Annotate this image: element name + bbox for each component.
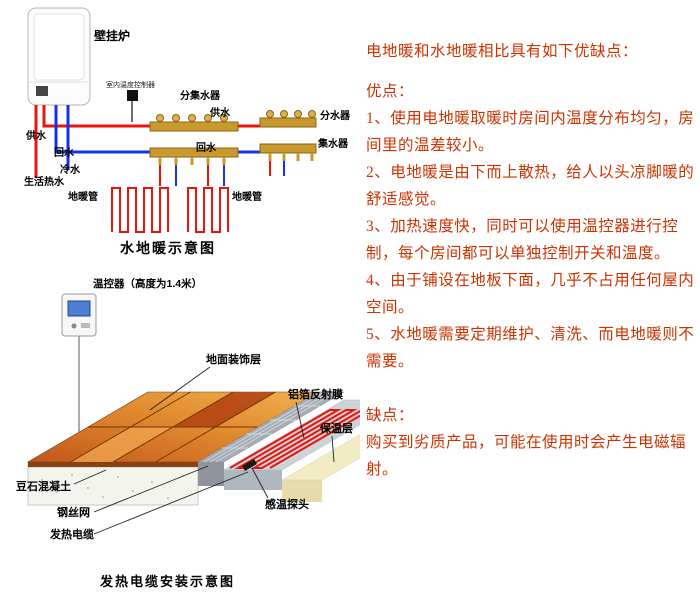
foil-layer <box>223 399 360 490</box>
boiler-label: 壁挂炉 <box>94 29 131 43</box>
insulation-layer-label: 保温层 <box>320 423 353 435</box>
floor-coil-left <box>111 187 169 233</box>
concrete-layer-label: 豆石混凝土 <box>16 481 71 493</box>
callout-lines <box>73 366 335 535</box>
domestic-hot-water-label: 生活热水 <box>24 177 64 188</box>
cable-diagram-caption: 发热电缆安装示意图 <box>100 574 236 589</box>
callout-insulation-layer <box>331 435 335 463</box>
water-diagram-drawing <box>27 7 317 233</box>
collector-label: 集水器 <box>318 139 348 150</box>
tile-surface-layer <box>26 391 320 467</box>
pipes <box>34 105 260 178</box>
return-pipe <box>54 105 154 154</box>
comparison-text-panel: 电地暖和水地暖相比具有如下优缺点： 优点： 1、使用电地暖取暖时房间内温度分布均… <box>366 38 696 483</box>
heating-cable-label: 发热电缆 <box>50 529 94 541</box>
floor-coil-right <box>187 187 229 233</box>
thermostat-label: 温控器（高度为1.4米） <box>93 278 203 290</box>
manifold-2 <box>259 110 317 161</box>
water-diagram-caption: 水地暖示意图 <box>120 240 216 256</box>
heating-cable-serpentine <box>229 409 360 469</box>
return-left-label: 回水 <box>54 148 74 159</box>
supply-pipe <box>42 105 154 128</box>
mesh-grid-lines <box>203 391 337 463</box>
callout-concrete-layer <box>73 469 107 485</box>
wire-mesh-layer <box>197 391 345 486</box>
supply-manifold-label: 供水 <box>210 108 230 119</box>
advantage-item-5: 5、水地暖需要定期维护、清洗、而电地暖则不需要。 <box>366 326 695 370</box>
floor-pipe-left-label: 地暖管 <box>68 192 98 203</box>
temp-sensor-label: 感温探头 <box>265 499 309 511</box>
callout-heating-cable <box>93 471 249 535</box>
callout-surface-layer <box>149 366 211 411</box>
advantage-item-3: 3、加热速度快，同时可以使用温控器进行控制，每个房间都可以单独控制开关和温度。 <box>366 218 679 262</box>
advantage-item-4: 4、由于铺设在地板下面，几乎不占用任何屋内空间。 <box>366 272 695 316</box>
room-thermostat-box <box>127 90 138 122</box>
floor-pipe-right-label: 地暖管 <box>232 192 262 203</box>
advantage-item-2: 2、电地暖是由下而上散热，给人以头凉脚暖的舒适感觉。 <box>366 164 695 208</box>
return-manifold-label: 回水 <box>196 143 216 154</box>
advantages-heading: 优点： <box>366 83 415 100</box>
disadvantages-heading: 缺点： <box>366 407 415 424</box>
manifold-group-label: 分集水器 <box>180 91 220 102</box>
panel-title: 电地暖和水地暖相比具有如下优缺点： <box>366 43 639 60</box>
cold-water-label: 冷水 <box>60 165 80 176</box>
surface-layer-label: 地面装饰层 <box>206 354 261 366</box>
callout-wire-mesh <box>93 465 209 513</box>
wall-boiler <box>27 7 91 106</box>
manifold-1 <box>149 114 239 165</box>
distributor-label: 分水器 <box>320 111 350 122</box>
wall-thermostat <box>61 293 97 438</box>
advantage-item-1: 1、使用电地暖取暖时房间内温度分布均匀，房间里的温差较小。 <box>366 110 695 154</box>
room-thermostat-label: 室内温度控制器 <box>106 82 155 89</box>
wire-mesh-label: 钢丝网 <box>57 507 90 519</box>
callout-foil-layer <box>295 401 305 439</box>
coil-connectors <box>159 161 285 186</box>
callout-temp-sensor <box>251 467 269 499</box>
insulation-layer <box>281 434 360 502</box>
temp-sensor-probe <box>242 459 257 471</box>
disadvantage-item-1: 购买到劣质产品，可能在使用时会产生电磁辐射。 <box>366 434 687 478</box>
supply-left-label: 供水 <box>26 131 46 142</box>
cable-diagram-drawing <box>26 293 360 535</box>
foil-layer-label: 铝箔反射膜 <box>288 389 343 401</box>
tile-grout-lines <box>70 391 276 463</box>
